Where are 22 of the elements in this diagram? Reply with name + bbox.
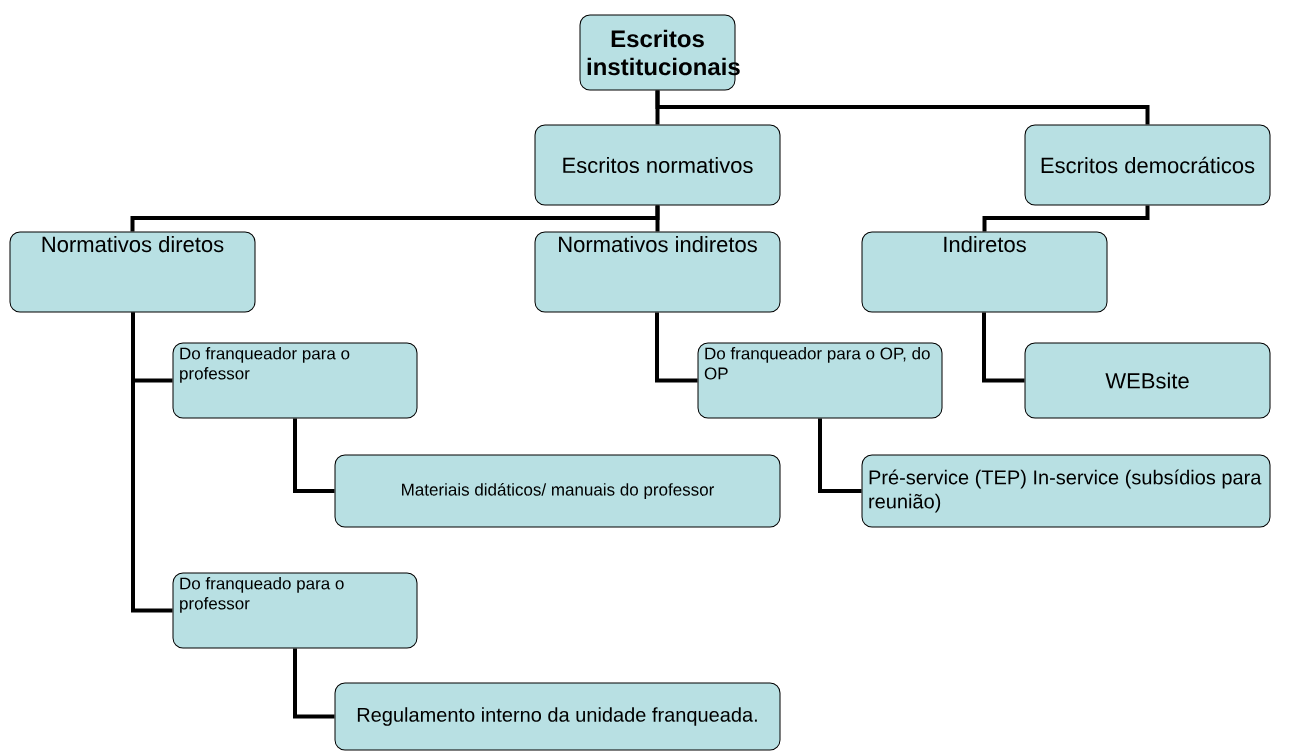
connector-line [293,418,335,493]
connector-line [655,90,1150,125]
category-box: Indiretos [861,231,1108,313]
category-box: Normativos diretos [9,231,256,313]
category-box: WEBsite [1024,342,1271,419]
connector-line [131,312,173,613]
category-box: Pré-service (TEP) In-service (subsídios para reunião) [861,454,1271,528]
connector-line [982,312,1025,383]
category-box: Do franqueador para o OP, do OP [697,342,943,419]
category-box: Do franqueador para o professor [172,342,418,419]
connector-line [655,312,698,383]
category-box: Regulamento interno da unidade franqueada. [334,682,781,751]
category-box: Materiais didáticos/ manuais do professor [334,454,781,528]
connector-line [982,205,1150,232]
connector-line [655,205,660,232]
category-box: Normativos indiretos [534,231,781,313]
category-box: Escritos institucionais [579,14,740,91]
connector-line [293,648,335,719]
connector-line [818,418,862,493]
category-box: Do franqueado para o professor [172,572,418,649]
category-box: Escritos normativos [534,124,781,206]
category-box: Escritos democráticos [1024,124,1271,206]
